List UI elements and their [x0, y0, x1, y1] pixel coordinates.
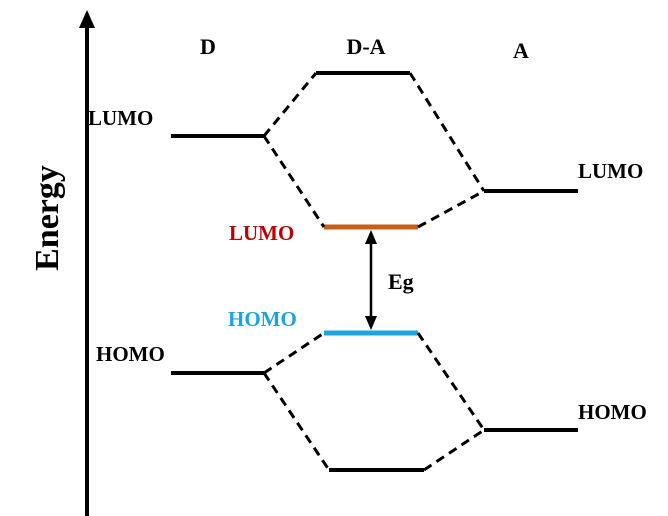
band-gap-arrowhead-up [365, 230, 377, 244]
energy-axis-label: Energy [29, 165, 66, 271]
column-label-donor: D [200, 34, 216, 59]
connector-complex-lumo-to-acceptor-lumo [417, 189, 485, 229]
acceptor-homo-label: HOMO [578, 400, 647, 424]
band-gap-label: Eg [388, 269, 414, 294]
connector-complex-lower-to-acceptor-homo [423, 428, 485, 472]
column-label-complex: D-A [346, 34, 385, 59]
donor-lumo-label: LUMO [88, 106, 153, 130]
complex-homo-label: HOMO [228, 307, 297, 331]
column-label-acceptor: A [513, 38, 529, 63]
complex-lumo-label: LUMO [229, 221, 294, 245]
connector-complex-homo-to-acceptor-homo [416, 332, 486, 431]
connector-complex-upper-to-acceptor-lumo [408, 72, 486, 192]
acceptor-lumo-label: LUMO [578, 159, 643, 183]
energy-axis-arrowhead [79, 10, 95, 28]
donor-homo-label: HOMO [96, 342, 165, 366]
connector-donor-lumo-to-complex-lumo [262, 135, 326, 228]
connector-donor-homo-to-complex-lower [262, 372, 331, 471]
connector-donor-lumo-to-complex-upper [262, 72, 318, 137]
band-gap-arrowhead-down [365, 316, 377, 330]
connector-donor-homo-to-complex-homo [263, 331, 325, 375]
